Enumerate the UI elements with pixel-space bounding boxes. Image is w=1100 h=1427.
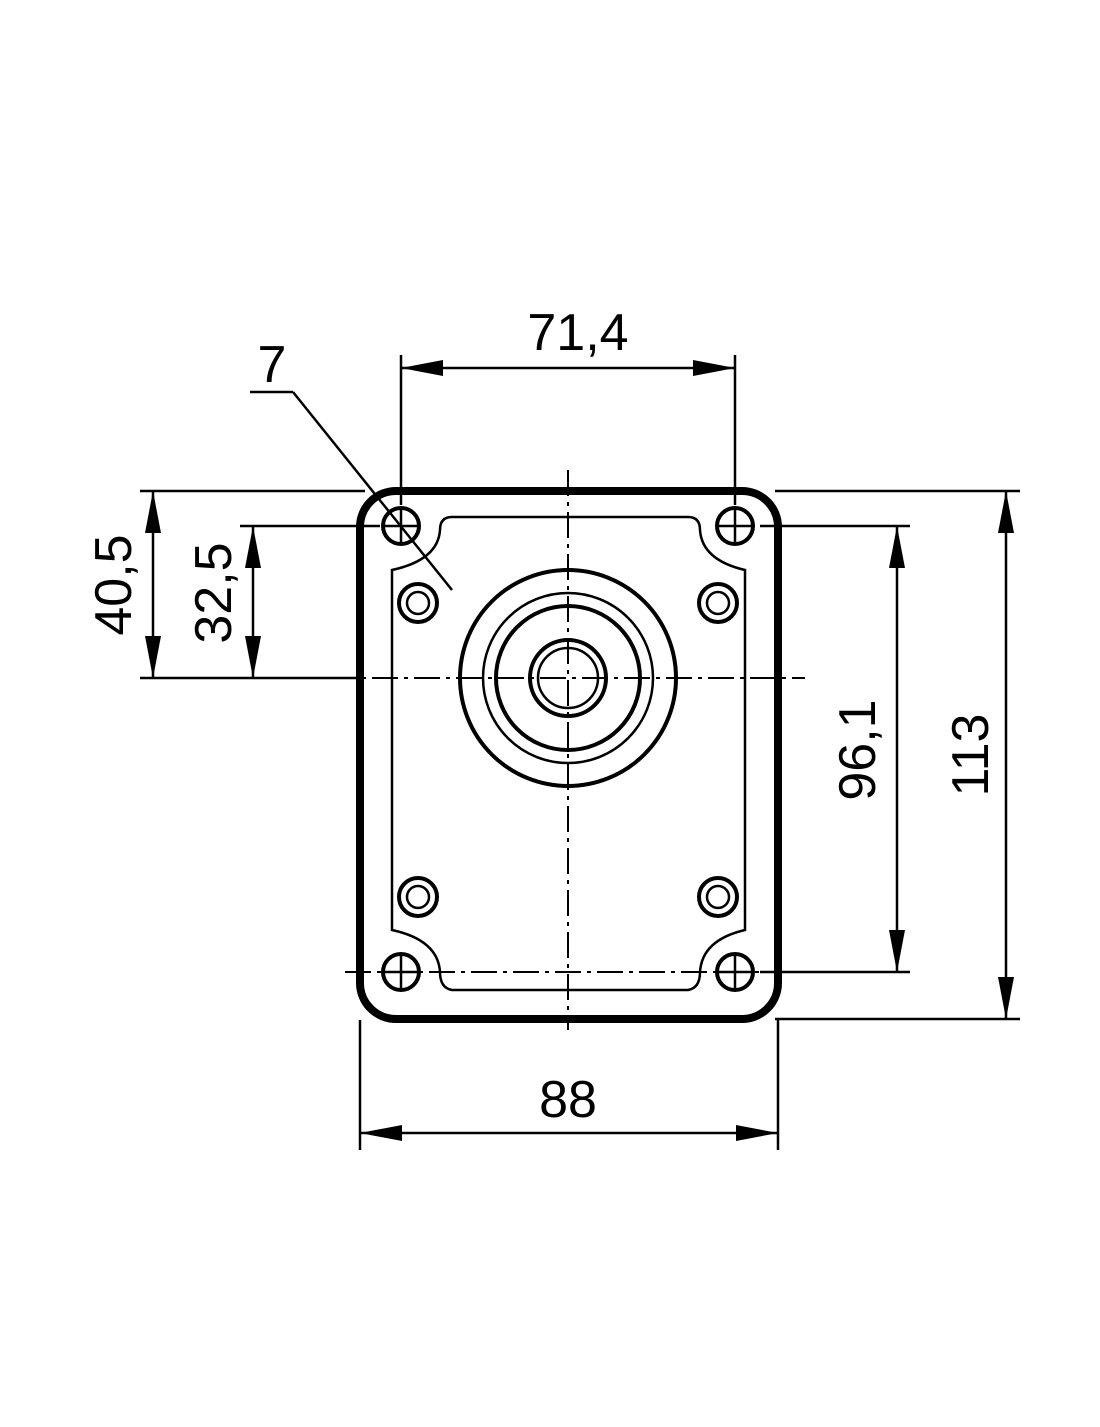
dim-label-113: 113 <box>942 714 1000 797</box>
hole-bottom-left <box>381 952 421 992</box>
thread-hole-top-left <box>397 582 439 624</box>
extension-lines <box>140 355 1020 1150</box>
hole-bottom-right <box>715 952 755 992</box>
thread-hole-bottom-right <box>697 876 739 918</box>
dimension-lines <box>145 360 1014 1141</box>
dim-label-96-1: 96,1 <box>829 699 887 800</box>
dim-label-71-4: 71,4 <box>527 304 628 362</box>
thread-hole-top-right <box>697 582 739 624</box>
flange-inner-profile <box>390 515 747 992</box>
callout-label-7: 7 <box>258 336 287 394</box>
central-hub <box>458 568 678 788</box>
threaded-holes <box>397 582 739 918</box>
thread-hole-bottom-left <box>397 876 439 918</box>
dim-label-40-5: 40,5 <box>85 534 143 635</box>
dim-label-88: 88 <box>539 1071 597 1129</box>
dim-label-32-5: 32,5 <box>185 542 243 643</box>
hole-top-right <box>715 506 755 546</box>
callout-7-leader <box>250 390 453 591</box>
